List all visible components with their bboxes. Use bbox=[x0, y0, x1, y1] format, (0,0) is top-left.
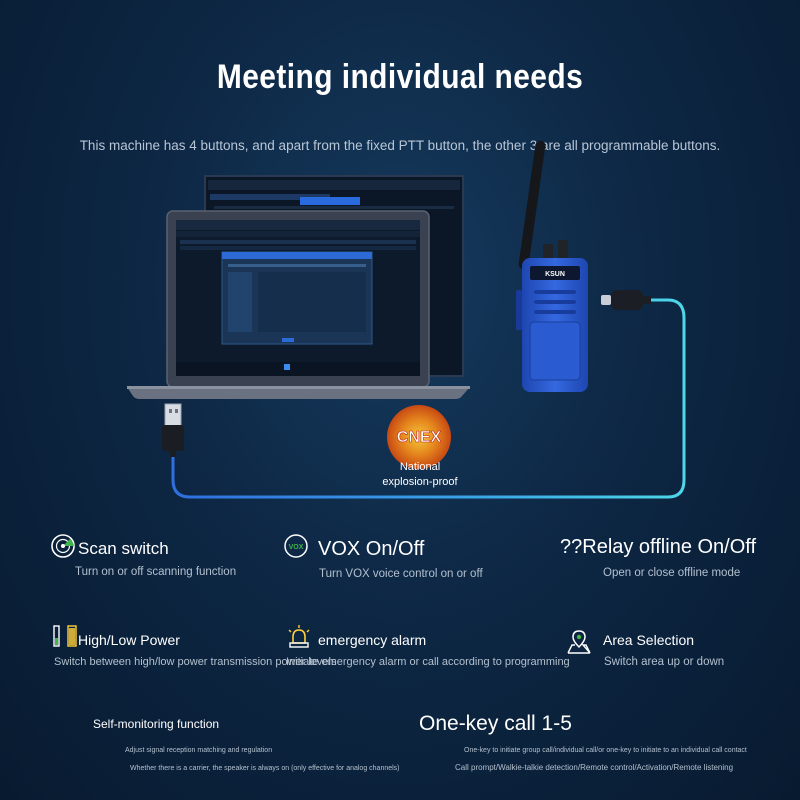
page-subtitle: This machine has 4 buttons, and apart fr… bbox=[79, 138, 721, 153]
one-key-call-desc-2: Call prompt/Walkie-talkie detection/Remo… bbox=[455, 763, 734, 772]
relay-desc: Open or close offline mode bbox=[603, 567, 741, 579]
laptop bbox=[127, 210, 470, 399]
usb-plug bbox=[162, 403, 184, 457]
radio-brand-logo: KSUN bbox=[545, 271, 565, 278]
battery-icon bbox=[53, 625, 77, 647]
alarm-icon bbox=[288, 625, 310, 648]
walkie-talkie: KSUN bbox=[516, 140, 588, 392]
area-desc: Switch area up or down bbox=[604, 656, 725, 668]
power-desc: Switch between high/low power transmissi… bbox=[54, 656, 337, 668]
alarm-desc: Initiate emergency alarm or call accordi… bbox=[286, 656, 570, 668]
vox-title: VOX On/Off bbox=[318, 538, 425, 560]
alarm-title: emergency alarm bbox=[318, 632, 427, 648]
one-key-call-title: One-key call 1-5 bbox=[419, 712, 572, 735]
scan-switch-desc: Turn on or off scanning function bbox=[75, 566, 237, 578]
vox-desc: Turn VOX voice control on or off bbox=[319, 568, 483, 580]
power-title: High/Low Power bbox=[78, 632, 180, 648]
svg-text:VOX: VOX bbox=[289, 544, 304, 551]
svg-text:CNEX: CNEX bbox=[397, 429, 442, 446]
page-title: Meeting individual needs bbox=[216, 58, 584, 96]
vox-icon: VOX bbox=[284, 534, 308, 558]
usb-cable bbox=[171, 298, 686, 499]
explosion-proof-caption: National explosion-proof bbox=[382, 461, 458, 488]
self-monitoring-title: Self-monitoring function bbox=[93, 717, 220, 731]
location-icon bbox=[567, 630, 591, 654]
radar-icon bbox=[51, 534, 75, 558]
self-monitoring-desc-1: Adjust signal reception matching and reg… bbox=[125, 747, 273, 754]
area-title: Area Selection bbox=[603, 632, 695, 648]
one-key-call-desc-1: One-key to initiate group call/individua… bbox=[464, 747, 747, 754]
type-c-plug bbox=[601, 290, 651, 310]
self-monitoring-desc-2: Whether there is a carrier, the speaker … bbox=[130, 765, 400, 772]
scan-switch-title: Scan switch bbox=[78, 539, 169, 558]
cnex-logo: CNEX bbox=[387, 405, 451, 469]
relay-title: ??Relay offline On/Off bbox=[560, 536, 757, 558]
